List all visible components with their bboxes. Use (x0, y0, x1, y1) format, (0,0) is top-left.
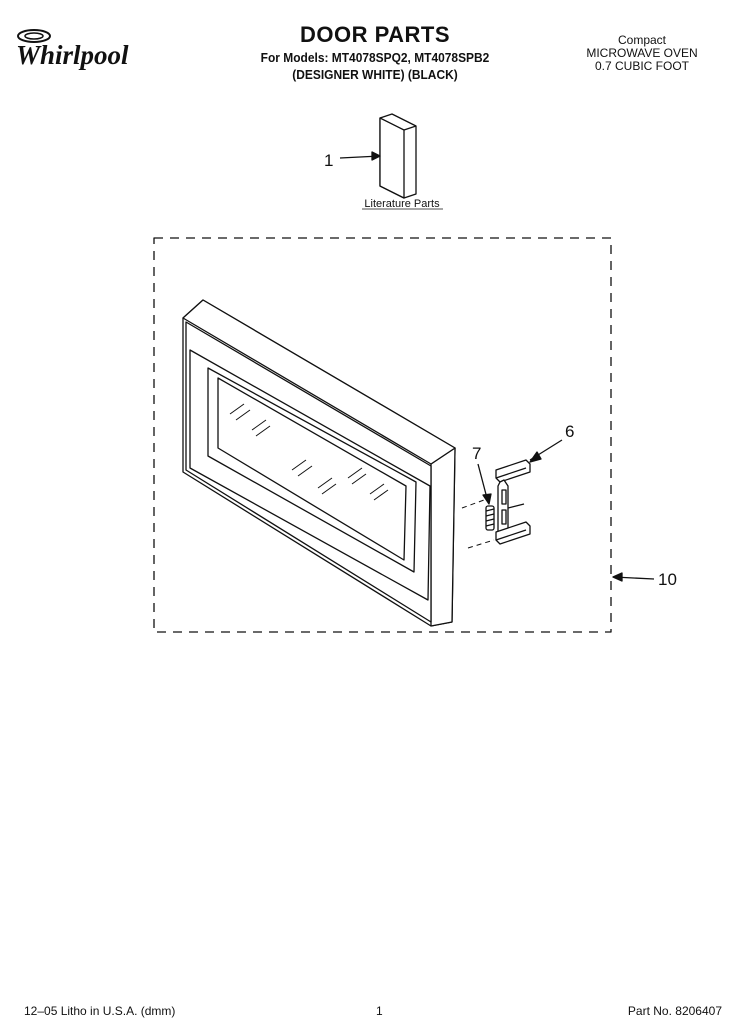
product-line-1: Compact (617, 33, 667, 47)
literature-parts-link[interactable]: Literature Parts (364, 198, 440, 210)
spring (485, 505, 495, 531)
whirlpool-logo: Whirlpool (16, 29, 129, 70)
literature-booklet (379, 113, 417, 199)
litho-info: 12–05 Litho in U.S.A. (dmm) (24, 1004, 176, 1018)
product-line-3: 0.7 CUBIC FOOT (594, 59, 689, 73)
callout-6-arrow (529, 451, 542, 463)
callout-1-arrow (371, 151, 381, 161)
logo-wordmark: Whirlpool (16, 40, 129, 70)
callout-10: 10 (658, 570, 677, 589)
callout-7: 7 (472, 444, 481, 463)
install-guide-lines (461, 499, 495, 549)
finishes-line: (DESIGNER WHITE) (BLACK) (292, 67, 458, 82)
callout-1: 1 (324, 151, 333, 170)
part-number: Part No. 8206407 (627, 1004, 722, 1018)
callout-7-arrow (482, 493, 492, 505)
latch-hook (495, 459, 531, 545)
page-number: 1 (376, 1004, 383, 1018)
models-line: For Models: MT4078SPQ2, MT4078SPB2 (260, 50, 490, 65)
product-line-2: MICROWAVE OVEN (586, 46, 698, 60)
assembly-dashed-box (153, 237, 612, 633)
door-assembly (182, 299, 456, 627)
callout-10-arrow (612, 572, 623, 582)
page-title: DOOR PARTS (299, 22, 451, 47)
callout-6: 6 (565, 422, 574, 441)
